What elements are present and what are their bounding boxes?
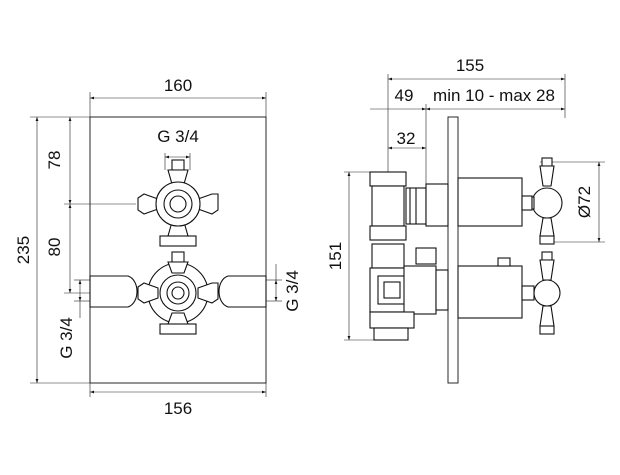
label-width-156: 156 [164,399,192,418]
side-handle-lower [521,251,561,335]
label-height-151: 151 [326,242,345,270]
side-view: 155 49 min 10 - max 28 32 151 Ø72 [326,56,605,384]
label-thread-left: G 3/4 [57,317,76,359]
dimension-width-160: 160 [89,76,267,117]
label-thread-right: G 3/4 [283,270,302,312]
lower-mixing-assembly [89,251,267,335]
side-cover-plate [447,116,459,384]
dimension-depth-155: 155 [387,56,566,172]
label-height-235: 235 [14,236,33,264]
dimension-depth-32: 32 [388,129,426,150]
label-thread-top: G 3/4 [157,127,199,146]
dimension-depth-49-wall: 49 min 10 - max 28 [370,86,565,190]
dimension-width-156: 156 [89,383,267,418]
front-view: 160 156 235 78 80 [14,76,302,418]
upper-cross-handle [137,159,219,247]
label-diameter-72: Ø72 [575,186,594,218]
label-depth-155: 155 [456,56,484,75]
side-valve-body-upper [369,171,533,241]
dimension-height-151: 151 [326,171,388,341]
label-height-78: 78 [45,151,64,170]
dimension-thread-right: G 3/4 [266,264,302,312]
dimension-thread-left: G 3/4 [57,279,90,359]
label-width-160: 160 [164,76,192,95]
label-depth-49: 49 [395,86,414,105]
side-handle-upper [531,157,563,245]
label-wall-range: min 10 - max 28 [433,86,555,105]
label-height-80: 80 [45,238,64,257]
dimension-heights-78-80: 78 80 [45,117,136,294]
side-valve-body-lower [369,243,523,341]
label-depth-32: 32 [397,129,416,148]
dimension-thread-top: G 3/4 [157,127,199,170]
dimension-height-235: 235 [14,116,90,384]
cover-plate [89,116,267,384]
